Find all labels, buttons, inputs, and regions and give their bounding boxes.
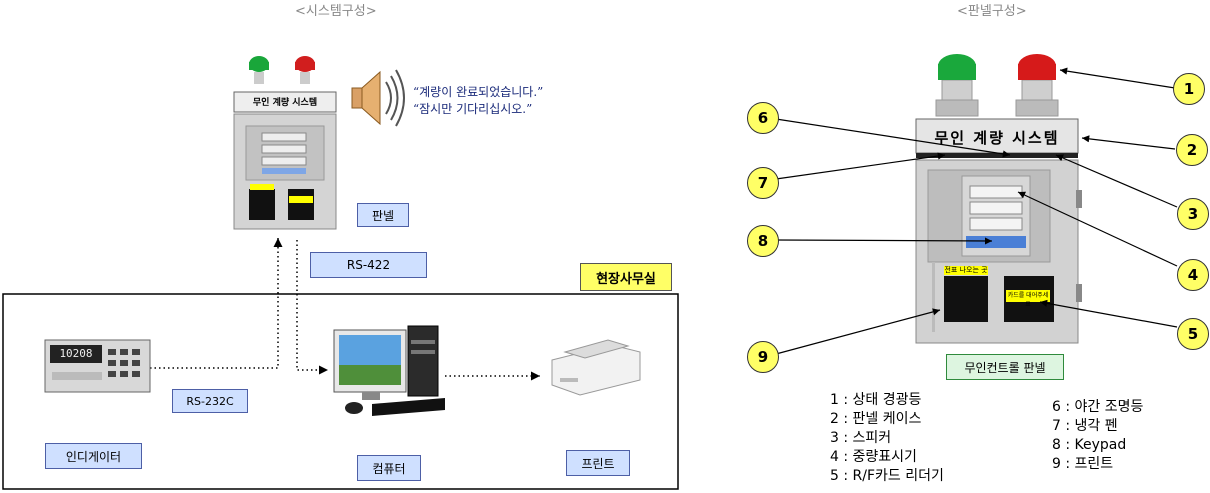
legend-item: 2 : 판넬 케이스 — [830, 411, 922, 427]
office-label: 현장사무실 — [580, 263, 672, 291]
rs422-label: RS-422 — [310, 252, 427, 278]
speech-line-1: “계량이 완료되었습니다.” — [413, 85, 544, 99]
system-title: <시스템구성> — [295, 4, 377, 19]
computer-illustration — [333, 325, 445, 416]
office-area — [2, 293, 679, 490]
legend-item: 3 : 스피커 — [830, 430, 892, 446]
small-panel-sign: 무인 계량 시스템 — [252, 98, 318, 108]
legend-item: 5 : R/F카드 리더기 — [830, 468, 944, 484]
legend-item: 7 : 냉각 펜 — [1052, 418, 1118, 434]
indicator-display: 10208 — [59, 347, 93, 360]
callout-3: 3 — [1177, 198, 1209, 230]
speech-line-2: “잠시만 기다리십시오.” — [413, 102, 533, 116]
large-panel-illustration — [915, 54, 1082, 344]
legend-item: 9 : 프린트 — [1052, 456, 1114, 472]
legend-item: 4 : 중량표시기 — [830, 449, 917, 465]
panel-illustration — [233, 56, 337, 230]
legend-item: 8 : Keypad — [1052, 437, 1127, 453]
callout-2: 2 — [1176, 134, 1208, 166]
panel-label: 판넬 — [357, 203, 409, 227]
panel-title: <판넬구성> — [957, 4, 1027, 19]
legend-left: 1 : 상태 경광등 2 : 판넬 케이스 3 : 스피커 4 : 중량표시기 … — [830, 391, 944, 486]
indicator-label: 인디게이터 — [45, 443, 142, 469]
callout-1: 1 — [1173, 73, 1205, 105]
legend-right: 6 : 야간 조명등 7 : 냉각 펜 8 : Keypad 9 : 프린트 — [1052, 398, 1143, 474]
callout-5: 5 — [1177, 318, 1209, 350]
callout-4: 4 — [1177, 259, 1209, 291]
callout-lines — [775, 67, 1178, 355]
card-label: 카드를 대어주세요 — [1007, 292, 1049, 308]
large-panel-sign: 무인 계량 시스템 — [934, 129, 1060, 147]
speaker-icon — [351, 69, 405, 127]
unmanned-panel-label: 무인컨트롤 판넬 — [946, 354, 1064, 380]
callout-9: 9 — [747, 341, 779, 373]
rs232c-label: RS-232C — [172, 389, 248, 413]
indicator-device — [44, 339, 151, 393]
receipt-label: 전표 나오는 곳 — [944, 266, 988, 274]
printer-illustration — [551, 339, 641, 396]
callout-7: 7 — [747, 167, 779, 199]
legend-item: 1 : 상태 경광등 — [830, 392, 922, 408]
printer-label: 프린트 — [566, 450, 630, 476]
callout-8: 8 — [747, 225, 779, 257]
callout-6: 6 — [747, 102, 779, 134]
legend-item: 6 : 야간 조명등 — [1052, 399, 1144, 415]
computer-label: 컴퓨터 — [357, 455, 421, 481]
